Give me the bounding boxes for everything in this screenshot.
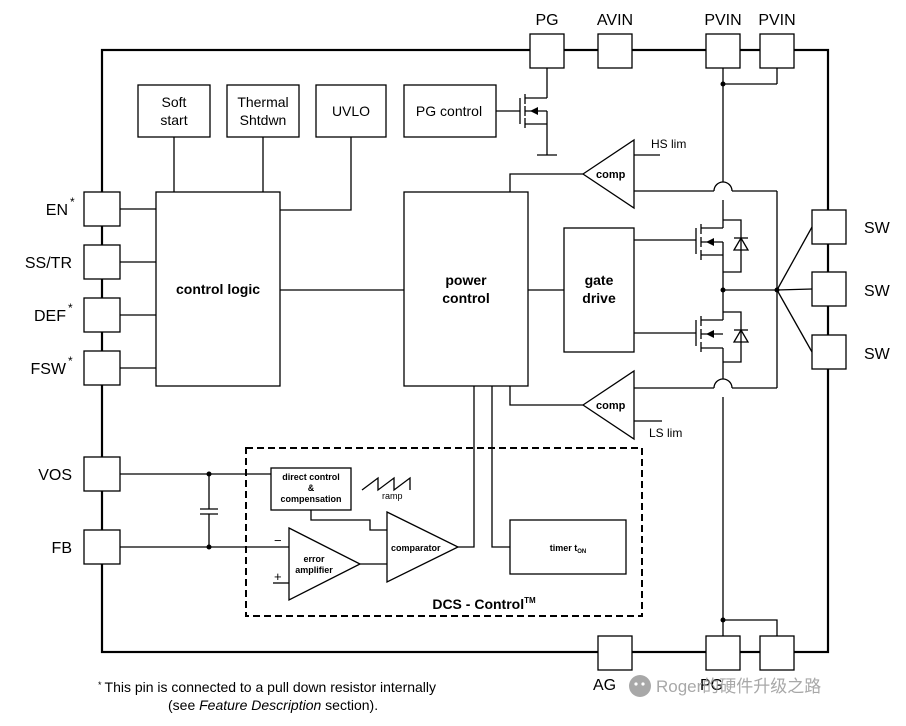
pin-box-pg (529, 33, 565, 69)
control-logic-block (155, 191, 281, 387)
ls-comp-label: comp (596, 400, 626, 412)
pin-box-agnd (597, 635, 633, 671)
direct-control-label-3: compensation (280, 494, 341, 504)
pin-label-pvin-1: PVIN (704, 12, 741, 29)
pin-star-en: * (70, 195, 75, 209)
pin-star-fsw: * (68, 354, 73, 368)
watermark: Roger的硬件升级之路 (629, 675, 821, 697)
thermal-label-2: Shtdwn (240, 112, 287, 128)
pin-label-vos: VOS (38, 467, 72, 484)
pin-label-avin: AVIN (597, 12, 633, 29)
pin-label-sw-1: SW (864, 220, 891, 237)
ramp-waveform (361, 476, 411, 492)
footnote-line-2: (see Feature Description section). (168, 697, 378, 713)
comparator-triangle (386, 510, 460, 584)
pin-label-fsw: FSW (30, 361, 66, 378)
pin-label-fb: FB (52, 540, 72, 557)
direct-control-label-2: & (308, 483, 315, 493)
pin-box-ss-tr (83, 244, 121, 280)
pin-box-vos (83, 456, 121, 492)
pin-label-def: DEF (34, 308, 66, 325)
timer-label: timer tON (550, 543, 587, 555)
pin-label-sw-2: SW (864, 283, 891, 300)
pin-box-fsw (83, 350, 121, 386)
uvlo-label: UVLO (332, 103, 370, 119)
direct-control-label-1: direct control (282, 472, 340, 482)
gate-drive-label-1: gate (585, 272, 614, 288)
hs-diode (732, 236, 750, 251)
ramp-label: ramp (382, 491, 403, 501)
pin-box-fb (83, 529, 121, 565)
pin-label-agnd: AG (593, 677, 616, 694)
hs-comp-label: comp (596, 169, 626, 181)
watermark-text: Roger的硬件升级之路 (656, 677, 821, 696)
pin-box-sw-2 (811, 271, 847, 307)
error-amp-label-1: error (303, 554, 325, 564)
wechat-icon (629, 675, 651, 697)
comparator-label: comparator (391, 543, 441, 553)
pin-box-sw-1 (811, 209, 847, 245)
pin-box-pgnd-1 (705, 635, 741, 671)
gate-drive-block (563, 227, 635, 353)
pin-label-pg: PG (535, 12, 558, 29)
pin-box-pvin-1 (705, 33, 741, 69)
thermal-label-1: Thermal (237, 94, 288, 110)
power-control-label-2: control (442, 290, 489, 306)
error-amp-plus: + (274, 569, 282, 584)
error-amp-label-2: amplifier (295, 565, 333, 575)
ls-lim-label: LS lim (649, 426, 682, 440)
hs-lim-label: HS lim (651, 137, 686, 151)
pin-label-en: EN (46, 202, 68, 219)
power-control-label-1: power (445, 272, 487, 288)
pin-star-def: * (68, 301, 73, 315)
pin-box-def (83, 297, 121, 333)
hs-comp-triangle (581, 138, 635, 210)
pin-label-pgnd: PG (700, 677, 723, 694)
pin-label-pvin-2: PVIN (758, 12, 795, 29)
soft-start-label-1: Soft (162, 94, 187, 110)
pg-control-label: PG control (416, 103, 482, 119)
pin-label-ss-tr: SS/TR (25, 255, 72, 272)
pin-box-avin (597, 33, 633, 69)
pin-box-sw-3 (811, 334, 847, 370)
footnote-line-1: *This pin is connected to a pull down re… (98, 679, 436, 695)
dcs-control-region (245, 447, 643, 617)
control-logic-label: control logic (176, 281, 260, 297)
pin-box-pgnd-2 (759, 635, 795, 671)
pin-box-en (83, 191, 121, 227)
dcs-control-label: DCS - ControlTM (432, 596, 536, 612)
error-amp-minus: − (274, 533, 282, 548)
soft-start-block (137, 84, 211, 138)
chip-outline (100, 48, 830, 654)
soft-start-label-2: start (160, 112, 187, 128)
gate-drive-label-2: drive (582, 290, 616, 306)
error-amplifier-triangle (288, 526, 362, 602)
power-control-block (403, 191, 529, 387)
ls-diode (732, 328, 750, 343)
pin-label-sw-3: SW (864, 346, 891, 363)
pin-box-pvin-2 (759, 33, 795, 69)
ls-comp-triangle (581, 369, 635, 441)
thermal-shutdown-block (226, 84, 300, 138)
